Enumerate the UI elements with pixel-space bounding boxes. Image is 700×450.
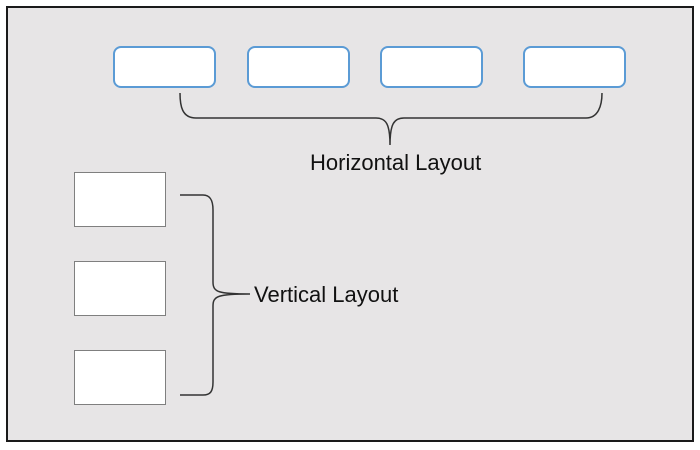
vertical-widget-2 (74, 261, 166, 316)
horizontal-widget-3 (380, 46, 483, 88)
vertical-layout-label: Vertical Layout (254, 282, 399, 307)
horizontal-bracket (179, 92, 603, 146)
horizontal-widget-1 (113, 46, 216, 88)
horizontal-widget-2 (247, 46, 350, 88)
vertical-widget-3 (74, 350, 166, 405)
horizontal-layout-label: Horizontal Layout (310, 150, 482, 175)
vertical-bracket (180, 194, 251, 396)
horizontal-widget-4 (523, 46, 626, 88)
vertical-widget-1 (74, 172, 166, 227)
